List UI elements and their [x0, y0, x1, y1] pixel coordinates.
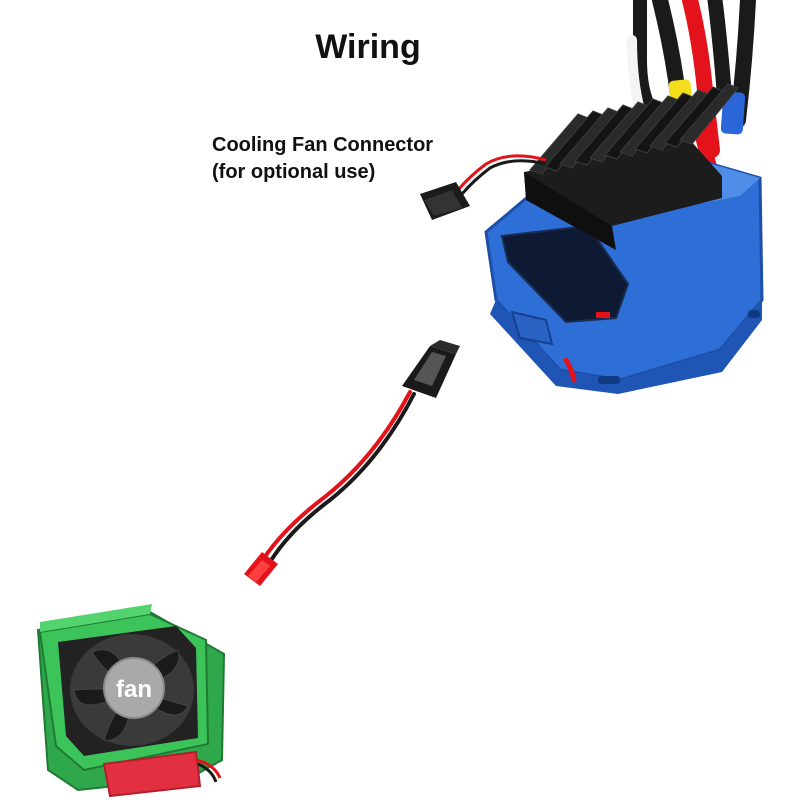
- fan-hub-label: fan: [116, 676, 152, 703]
- annotation-line-2: (for optional use): [212, 161, 376, 183]
- esc-fan-connector: [420, 154, 547, 220]
- fan-connector-annotation: Cooling Fan Connector (for optional use): [212, 132, 433, 186]
- heatsink-fin: [679, 83, 739, 145]
- fan-extension-lead: [244, 340, 460, 586]
- cooling-fan: fan: [36, 604, 226, 798]
- esc-heatsink: [524, 83, 739, 250]
- diagram-title: Wiring: [315, 28, 421, 66]
- annotation-line-1: Cooling Fan Connector: [212, 134, 434, 156]
